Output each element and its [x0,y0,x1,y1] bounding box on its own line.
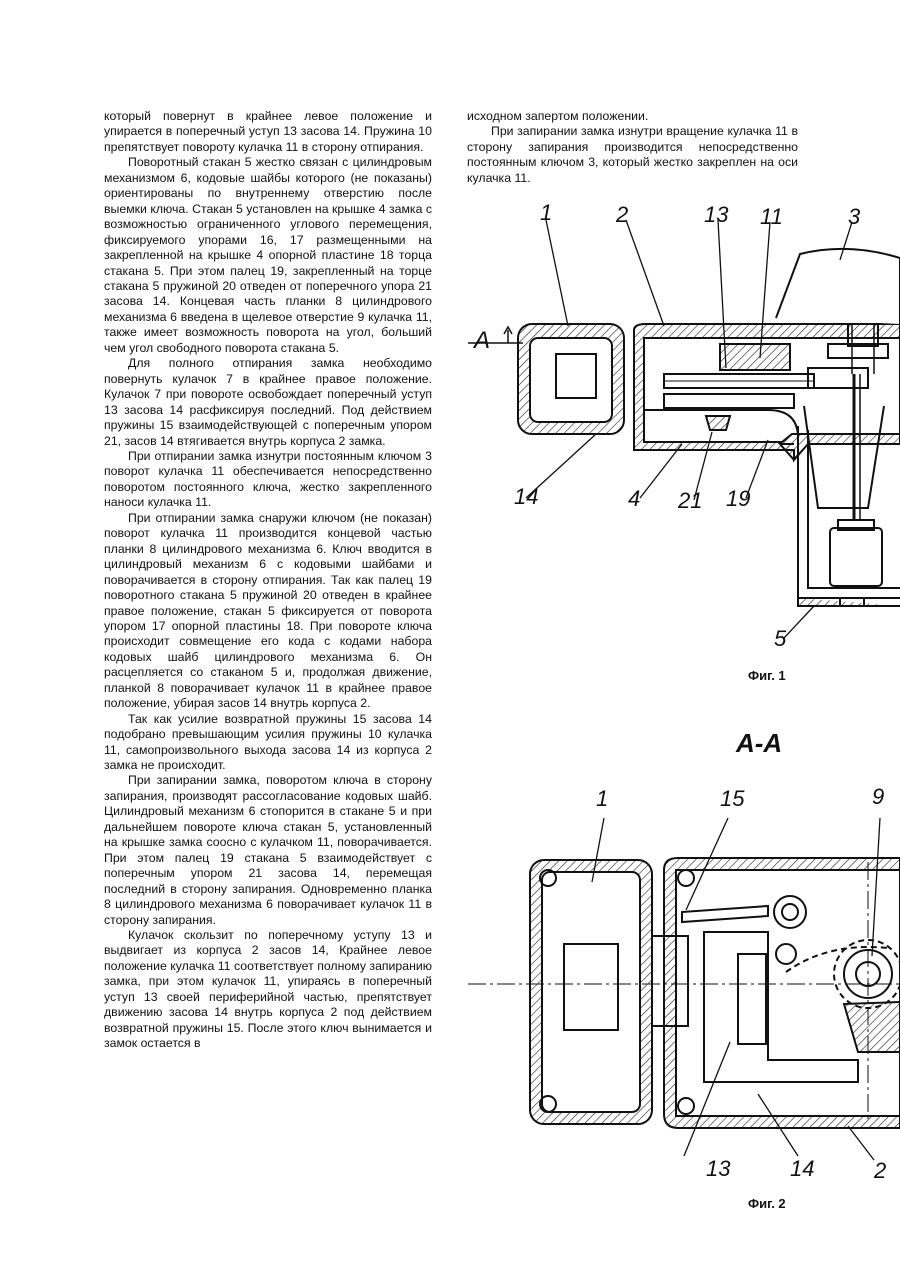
fig1-label-3: 3 [848,204,861,229]
fig1-label-4: 4 [628,486,640,511]
fig2-label-13: 13 [706,1156,731,1181]
paragraph: При запирании замка изнутри вращение кул… [467,124,798,186]
paragraph: Кулачок скользит по поперечному уступу 1… [104,928,432,1052]
paragraph: При запирании замка, поворотом ключа в с… [104,773,432,928]
fig1-label-19: 19 [726,486,750,511]
fig2-label-2: 2 [873,1158,886,1183]
figure-1-drawing: 1 2 13 11 3 14 4 21 19 5 А [468,198,900,658]
figure-2-caption: Фиг. 2 [748,1196,786,1211]
fig2-label-9: 9 [872,784,884,809]
fig2-label-15: 15 [720,786,745,811]
paragraph: который повернут в крайнее левое положен… [104,109,432,155]
fig2-section-title: А-А [735,728,782,758]
paragraph: исходном запертом положении. [467,109,798,124]
fig1-label-1: 1 [540,200,552,225]
fig1-label-5: 5 [774,626,787,651]
fig1-label-2: 2 [615,202,628,227]
fig1-label-13: 13 [704,202,729,227]
fig1-label-14: 14 [514,484,538,509]
fig1-section-marker: А [472,327,490,354]
paragraph: Для полного отпирания замка необходимо п… [104,356,432,449]
figure-2-drawing: А-А [468,722,900,1192]
paragraph: Поворотный стакан 5 жестко связан с цили… [104,155,432,356]
paragraph: При отпирании замка снаружи ключом (не п… [104,511,432,712]
fig1-label-11: 11 [760,204,783,229]
right-text-column: исходном запертом положении. При запиран… [467,109,798,186]
fig2-label-1: 1 [596,786,608,811]
left-text-column: который повернут в крайнее левое положен… [104,109,432,1052]
paragraph: При отпирании замка изнутри постоянным к… [104,449,432,511]
fig1-label-21: 21 [677,488,702,513]
fig2-label-14: 14 [790,1156,814,1181]
figure-1-caption: Фиг. 1 [748,668,786,683]
paragraph: Так как усилие возвратной пружины 15 зас… [104,712,432,774]
